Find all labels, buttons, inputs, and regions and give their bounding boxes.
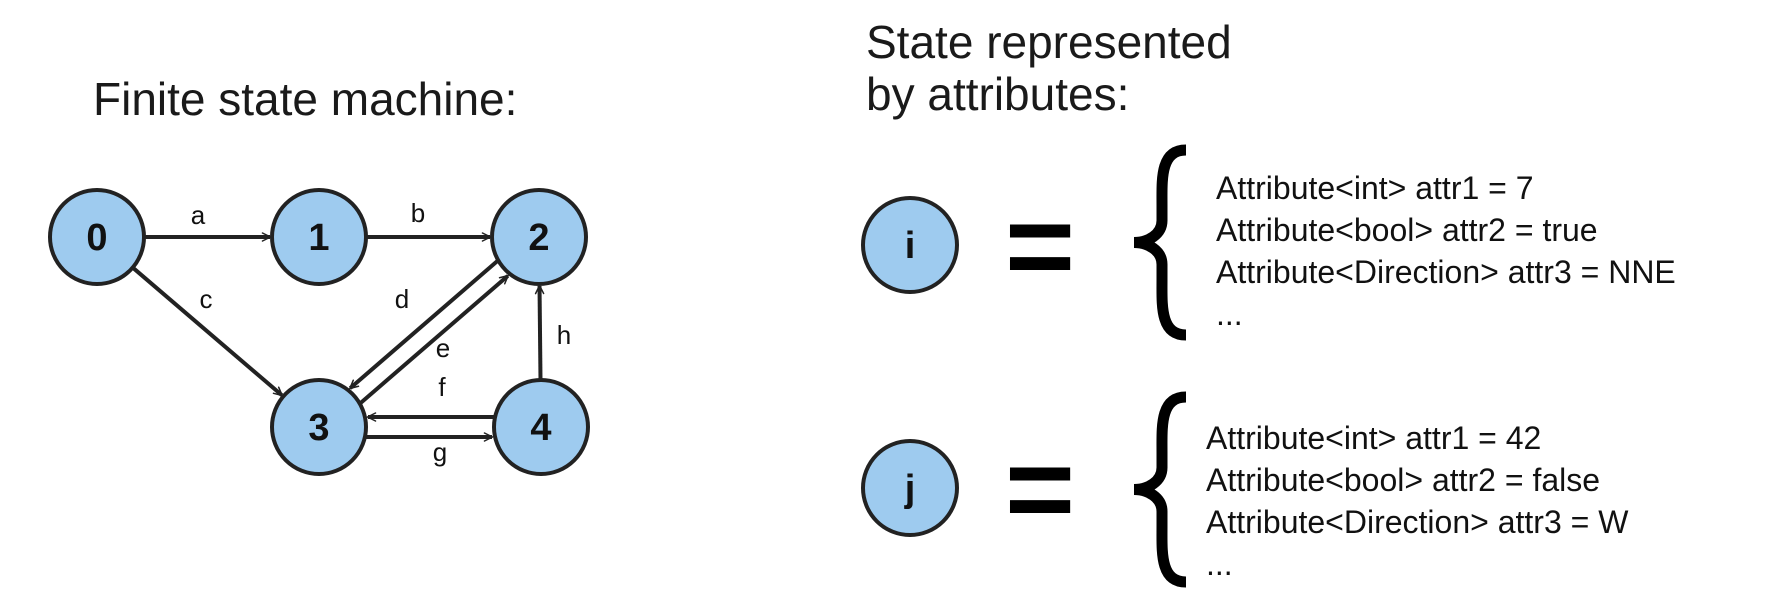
curly-brace <box>1133 391 1187 588</box>
state-node-label: 3 <box>308 407 329 449</box>
attributes-title: State represented by attributes: <box>866 16 1232 120</box>
state-node-label: 4 <box>530 407 551 449</box>
state-j-attr-line: Attribute<bool> attr2 = false <box>1206 462 1601 498</box>
state-i-attr-line: Attribute<bool> attr2 = true <box>1216 212 1598 248</box>
state-i-attr-line: Attribute<Direction> attr3 = NNE <box>1216 254 1676 290</box>
attribute-state-label: j <box>904 468 916 510</box>
equals-sign: = <box>1005 179 1075 313</box>
edge-label-h: h <box>557 320 571 350</box>
state-node-label: 2 <box>528 217 549 259</box>
state-j-attr-line: Attribute<Direction> attr3 = W <box>1206 504 1629 540</box>
edge-label-e: e <box>436 333 450 363</box>
state-node-label: 1 <box>308 217 329 259</box>
state-j-attr-line: Attribute<int> attr1 = 42 <box>1206 420 1542 456</box>
fsm-title: Finite state machine: <box>93 73 518 125</box>
edge-label-g: g <box>433 437 447 467</box>
attributes-title-line-1: State represented <box>866 16 1232 68</box>
attribute-state-circle <box>861 196 959 294</box>
state-node-0: 0 <box>48 188 146 286</box>
edge-e-arrow <box>359 274 510 405</box>
attribute-state-circle <box>861 439 959 537</box>
state-node-circle <box>270 378 368 476</box>
state-node-3: 3 <box>270 378 368 476</box>
state-node-circle <box>270 188 368 286</box>
edge-label-f: f <box>438 372 446 402</box>
state-i-attr-line: Attribute<int> attr1 = 7 <box>1216 170 1534 206</box>
edge-label-b: b <box>411 198 425 228</box>
curly-brace <box>1133 144 1187 341</box>
attribute-state-label: i <box>905 225 916 267</box>
state-node-circle <box>492 378 590 476</box>
edge-h-arrow <box>534 284 545 381</box>
edge-c-arrow <box>131 266 284 397</box>
edge-label-d: d <box>395 284 409 314</box>
state-node-label: 0 <box>86 217 107 259</box>
state-node-4: 4 <box>492 378 590 476</box>
edge-label-c: c <box>200 284 213 314</box>
attributes-title-line-2: by attributes: <box>866 68 1130 120</box>
attribute-state-j: j= <box>861 391 1187 588</box>
state-node-circle <box>48 188 146 286</box>
equals-sign: = <box>1005 422 1075 556</box>
state-j-attr-line: ... <box>1206 546 1233 582</box>
state-node-circle <box>490 188 588 286</box>
edge-d-arrow <box>348 259 499 390</box>
state-node-1: 1 <box>270 188 368 286</box>
attribute-state-i: i= <box>861 144 1187 341</box>
edge-label-a: a <box>191 200 206 230</box>
state-node-2: 2 <box>490 188 588 286</box>
state-i-attr-line: ... <box>1216 296 1243 332</box>
